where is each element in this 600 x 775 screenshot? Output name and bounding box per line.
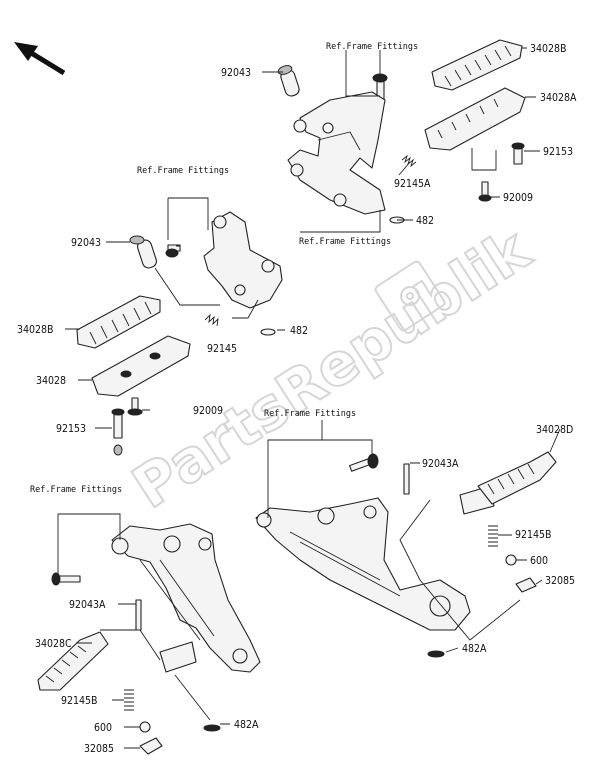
bolt-bottom-left-ref — [51, 572, 81, 586]
pin-92043-top — [277, 65, 300, 97]
bolt-92153-top — [511, 142, 525, 165]
bracket-mid-left — [203, 211, 283, 309]
part-label-34028D: 34028D — [536, 424, 573, 436]
pin-92043A-left — [135, 599, 142, 631]
footpeg-34028 — [91, 335, 191, 397]
assembly-top-right — [262, 39, 540, 233]
part-label-32085-left: 32085 — [84, 743, 114, 755]
spring-92145B-left — [124, 689, 134, 711]
part-label-482-top: 482 — [416, 215, 434, 227]
part-label-92043-top: 92043 — [221, 67, 251, 79]
ref-label-2: Ref.Frame Fittings — [137, 166, 229, 176]
pin-92043-left — [129, 235, 157, 269]
washer-482A-right — [427, 650, 445, 658]
part-label-34028: 34028 — [36, 375, 66, 387]
part-label-482A-left: 482A — [234, 719, 259, 731]
part-label-34028B-top: 34028B — [530, 43, 567, 55]
part-label-482-left: 482 — [290, 325, 308, 337]
spring-92145B-right — [488, 525, 498, 547]
part-label-92145A: 92145A — [394, 178, 431, 190]
leaders-top-right — [262, 47, 540, 233]
bolt-92153-left — [111, 408, 125, 456]
bolt-bottom-right-ref — [349, 453, 379, 472]
bolt-92009-top — [478, 181, 492, 202]
spring-92145 — [204, 313, 219, 327]
ball-600-right — [505, 554, 517, 566]
part-label-92153-left: 92153 — [56, 423, 86, 435]
part-label-92153-top: 92153 — [543, 146, 573, 158]
assembly-bottom-left — [37, 513, 261, 755]
leaders-bottom-left — [57, 513, 230, 749]
watermark-gear-icon — [374, 260, 446, 332]
footpeg-34028A — [424, 87, 526, 151]
part-label-34028C: 34028C — [35, 638, 72, 650]
part-label-92145B-right: 92145B — [515, 529, 552, 541]
washer-482A-left — [203, 724, 221, 732]
part-label-92043A-left: 92043A — [69, 599, 106, 611]
bolt-left-ref — [165, 244, 181, 258]
pin-92043A-right — [403, 463, 410, 495]
footpeg-34028C — [37, 631, 109, 691]
part-label-482A-right: 482A — [462, 643, 487, 655]
watermark: PartsRepublik — [120, 214, 544, 523]
part-label-34028A: 34028A — [540, 92, 577, 104]
ref-label-1: Ref.Frame Fittings — [326, 42, 418, 52]
footpeg-rubber-34028B-top — [431, 39, 523, 91]
part-label-92009-top: 92009 — [503, 192, 533, 204]
bracket-top-right — [287, 91, 386, 215]
stopper-32085-left — [139, 737, 163, 755]
watermark-text: PartsRepublik — [121, 215, 543, 522]
part-label-32085-right: 32085 — [545, 575, 575, 587]
assembly-bottom-right — [255, 420, 561, 658]
part-label-34028B-left: 34028B — [17, 324, 54, 336]
assembly-mid-left — [65, 197, 285, 456]
bracket-bottom-right — [255, 497, 471, 631]
washer-482-left — [260, 328, 276, 336]
part-label-600-right: 600 — [530, 555, 548, 567]
part-label-92043A-right: 92043A — [422, 458, 459, 470]
bolt-92009-left — [127, 397, 143, 416]
part-label-92009-left: 92009 — [193, 405, 223, 417]
part-label-600-left: 600 — [94, 722, 112, 734]
leaders-mid-left — [65, 197, 285, 429]
footpeg-34028D — [477, 451, 557, 505]
ball-600-left — [139, 721, 151, 733]
front-direction-arrow-icon — [14, 42, 66, 76]
stopper-32085-right — [515, 577, 537, 593]
ref-label-3: Ref.Frame Fittings — [299, 237, 391, 247]
ref-label-5: Ref.Frame Fittings — [30, 485, 122, 495]
pivot-plate-left — [159, 641, 197, 673]
footpeg-rubber-34028B-left — [76, 295, 161, 349]
spring-92145A — [401, 154, 417, 168]
part-label-92043-left: 92043 — [71, 237, 101, 249]
bracket-bottom-left — [111, 523, 261, 673]
part-label-92145: 92145 — [207, 343, 237, 355]
part-label-92145B-left: 92145B — [61, 695, 98, 707]
ref-label-4: Ref.Frame Fittings — [264, 409, 356, 419]
leaders-bottom-right — [267, 420, 561, 653]
